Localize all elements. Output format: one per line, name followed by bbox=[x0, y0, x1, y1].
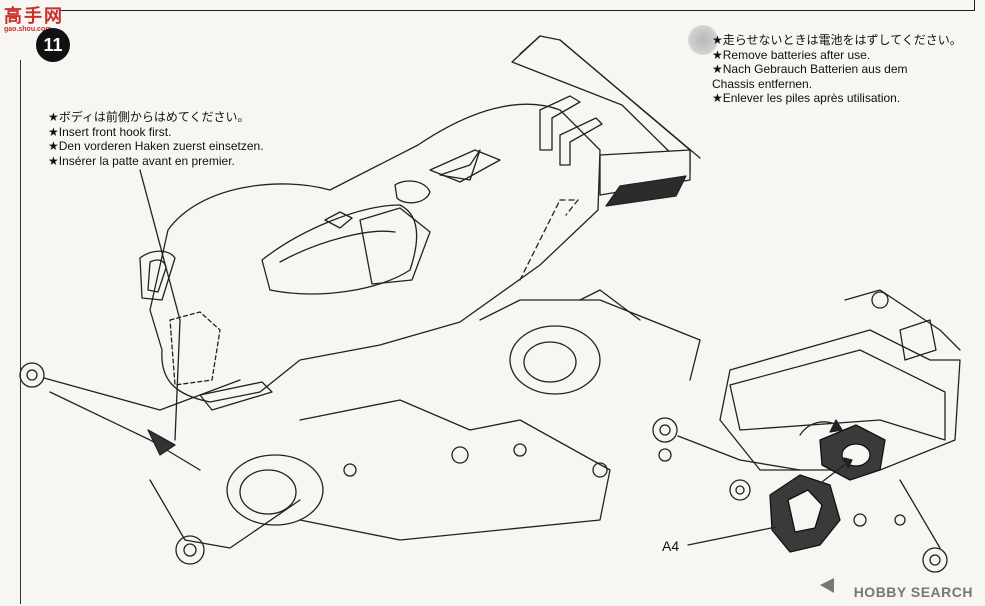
battery-note-en: ★Remove batteries after use. bbox=[712, 47, 871, 62]
body-hook-note-ja: ★ボディは前側からはめてください。 bbox=[48, 110, 250, 124]
leader-line-hook bbox=[140, 170, 180, 440]
left-border bbox=[20, 60, 21, 604]
battery-note-ja: ★走らせないときは電池をはずしてください。 bbox=[712, 33, 962, 47]
body-hook-note: ★ボディは前側からはめてください。 ★Insert front hook fir… bbox=[48, 110, 264, 168]
battery-note-marker bbox=[688, 25, 718, 55]
battery-note-de-1: ★Nach Gebrauch Batterien aus dem bbox=[712, 62, 908, 76]
leader-line-a4 bbox=[688, 527, 776, 545]
rotation-arrow-icon bbox=[800, 420, 852, 482]
front-chassis bbox=[20, 290, 700, 564]
hobby-search-logo-icon bbox=[820, 578, 834, 593]
part-label-a4: A4 bbox=[662, 538, 680, 554]
top-border bbox=[60, 10, 975, 11]
rear-wing bbox=[512, 36, 700, 206]
step-number-badge: 11 bbox=[36, 28, 70, 62]
site-watermark: 高手网 gao.shou.com bbox=[4, 6, 64, 33]
body-hook-note-en: ★Insert front hook first. bbox=[48, 124, 172, 139]
battery-cover-part-icon bbox=[770, 425, 885, 552]
body-hook-note-de: ★Den vorderen Haken zuerst einsetzen. bbox=[48, 139, 264, 153]
right-border bbox=[974, 0, 975, 10]
battery-note: ★走らせないときは電池をはずしてください。 ★Remove batteries … bbox=[712, 33, 962, 106]
battery-note-fr: ★Enlever les piles après utilisation. bbox=[712, 91, 901, 105]
rear-chassis-detail bbox=[653, 290, 960, 572]
battery-note-de-2: Chassis entfernen. bbox=[712, 76, 813, 91]
body-hook-note-fr: ★Insérer la patte avant en premier. bbox=[48, 153, 235, 168]
hobby-search-watermark: HOBBY SEARCH bbox=[853, 584, 973, 600]
